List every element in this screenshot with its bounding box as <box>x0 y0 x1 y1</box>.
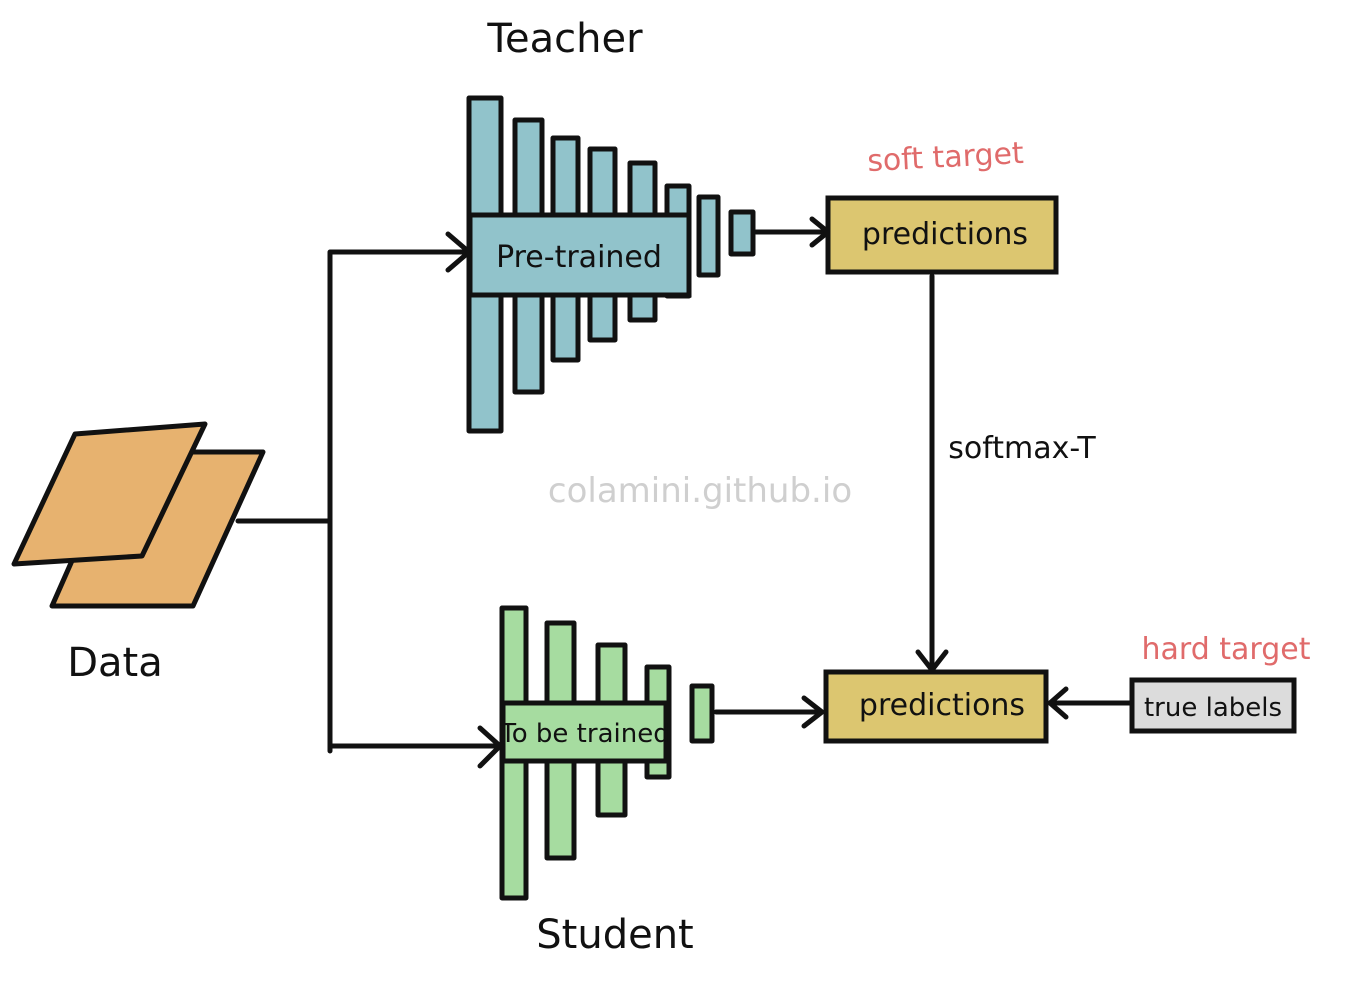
true-labels-box: true labels <box>1129 677 1297 734</box>
teacher-predictions-box: predictions <box>825 195 1059 275</box>
arrowhead-student-predictions <box>801 695 825 729</box>
teacher-layer-8 <box>728 209 756 257</box>
data-to-student-line <box>327 518 503 749</box>
connectors <box>235 229 1133 754</box>
watermark: colamini.github.io <box>548 471 852 511</box>
arrowhead-teacher-input <box>445 231 472 273</box>
soft-target-label: soft target <box>866 136 1024 179</box>
true-labels-label: true labels <box>1144 693 1282 723</box>
hard-target-label: hard target <box>1142 632 1311 667</box>
data-to-teacher-line <box>327 249 472 754</box>
arrowheads <box>445 216 1069 769</box>
data-label: Data <box>67 640 163 686</box>
teacher-predictions-label: predictions <box>862 217 1028 252</box>
pretrained-box: Pre-trained <box>467 212 692 298</box>
pretrained-label: Pre-trained <box>496 240 662 275</box>
student-predictions-label: predictions <box>859 688 1025 723</box>
arrowhead-teacher-predictions <box>809 216 831 248</box>
to-be-trained-label: To be trained <box>499 719 669 749</box>
student-layer-5 <box>689 683 715 744</box>
data-icon <box>11 421 266 609</box>
student-predictions-box: predictions <box>823 669 1049 744</box>
teacher-layer-7 <box>696 194 721 278</box>
softmax-label: softmax-T <box>948 431 1096 466</box>
student-title: Student <box>536 912 693 958</box>
to-be-trained-box: To be trained <box>499 700 670 764</box>
arrowhead-true-labels <box>1047 686 1069 720</box>
teacher-title: Teacher <box>486 16 643 62</box>
